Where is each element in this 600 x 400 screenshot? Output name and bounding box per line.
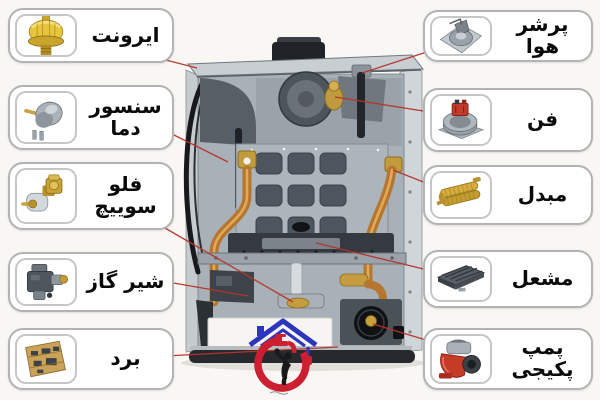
- callout-label: مشعل: [511, 266, 574, 291]
- callout-air-pressure-switch: پرشر هوا: [423, 10, 593, 62]
- callout-label: شیر گاز: [86, 269, 165, 294]
- fan-housing: [278, 71, 334, 127]
- callout-label: سنسور دما: [89, 93, 162, 140]
- burner-assembly: [228, 233, 394, 255]
- boiler-body: [183, 37, 425, 363]
- pump: [340, 299, 404, 345]
- leader-fan: [334, 96, 437, 114]
- callout-label: ایرونت: [91, 22, 160, 47]
- air-vent-icon: [15, 14, 77, 57]
- callout-fan: فن: [423, 88, 593, 152]
- combustion-chamber-panel: [235, 143, 389, 251]
- callout-label: پرشر هوا: [516, 12, 569, 58]
- leader-burner: [315, 242, 437, 273]
- air-pressure-switch-icon: [430, 16, 492, 56]
- gas-valve-icon: [15, 258, 77, 306]
- callout-burner: مشعل: [423, 250, 593, 308]
- callout-label: مبدل: [517, 182, 568, 207]
- heat-exchanger-icon: [430, 171, 492, 219]
- callout-flow-switch: فلو سوییچ: [8, 162, 174, 230]
- burner-icon: [430, 256, 492, 302]
- callout-label: فلو سوییچ: [94, 172, 157, 218]
- flow-switch-icon: [15, 168, 77, 224]
- callout-air-vent: ایرونت: [8, 8, 174, 63]
- fan-icon: [430, 94, 492, 146]
- callout-temperature-sensor: سنسور دما: [8, 85, 174, 150]
- circuit-board-icon: [15, 334, 77, 384]
- leader-gas-valve: [161, 280, 249, 297]
- temperature-sensor-icon: [15, 91, 77, 144]
- leader-flow-switch: [157, 223, 294, 303]
- pump-icon: [430, 334, 492, 384]
- leader-lines: [149, 48, 437, 357]
- callout-label: برد: [110, 346, 141, 371]
- callout-heat-exchanger: مبدل: [423, 165, 593, 225]
- callout-label: فن: [526, 107, 559, 132]
- plumber-house-logo-icon: [248, 318, 318, 395]
- callout-circuit-board: برد: [8, 328, 174, 390]
- sensor-fitting: [242, 156, 252, 166]
- callout-pump: پمپ پکیجی: [423, 328, 593, 390]
- callout-gas-valve: شیر گاز: [8, 252, 174, 312]
- callout-label: پمپ پکیجی: [511, 335, 574, 381]
